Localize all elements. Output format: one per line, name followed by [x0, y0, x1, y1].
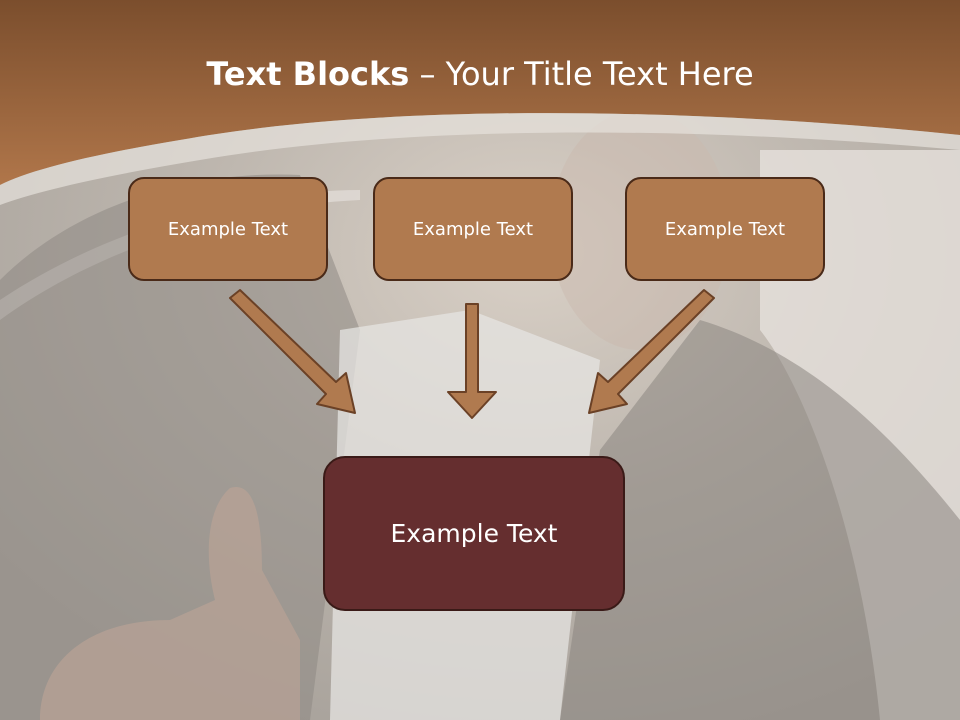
title-bold-part: Text Blocks: [206, 55, 410, 93]
center-text-block[interactable]: Example Text: [323, 456, 625, 611]
title-rest: Your Title Text Here: [445, 55, 754, 93]
text-block-3[interactable]: Example Text: [625, 177, 825, 281]
text-block-1[interactable]: Example Text: [128, 177, 328, 281]
title-dash: –: [409, 55, 446, 93]
slide-title: Text Blocks – Your Title Text Here: [0, 52, 960, 96]
text-block-2[interactable]: Example Text: [373, 177, 573, 281]
